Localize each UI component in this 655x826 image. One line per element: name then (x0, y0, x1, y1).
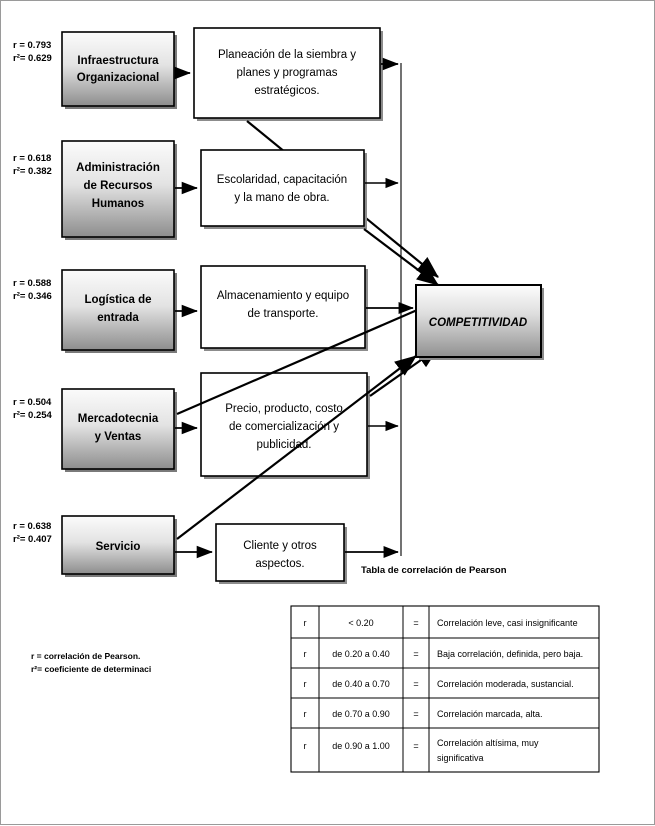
process-box-planeacion[interactable] (193, 27, 381, 119)
driver-label-recursos-humanos-line1: Administración (76, 162, 160, 174)
driver-box-logistica[interactable] (61, 269, 175, 351)
process-box-escolaridad[interactable] (200, 149, 365, 227)
row-mercadotecnia-ventas: r = 0.504 r²= 0.254 Mercadotecnia y Vent… (13, 299, 440, 479)
process-label-almacenamiento-line2: de transporte. (248, 308, 319, 320)
competitividad-group: COMPETITIVIDAD (415, 284, 544, 360)
row-logistica-entrada: r = 0.588 r²= 0.346 Logística de entrada… (13, 265, 414, 353)
process-label-almacenamiento-line1: Almacenamiento y equipo (217, 290, 349, 302)
table-cell-range-2: de 0.20 a 0.40 (332, 649, 390, 659)
arrow-servicio-to-competitividad (176, 355, 417, 540)
correlation-r2-mercadotecnia: r²= 0.254 (13, 410, 53, 421)
row-recursos-humanos: r = 0.618 r²= 0.382 Administración de Re… (13, 140, 439, 286)
process-label-planeacion-line1: Planeación de la siembra y (218, 49, 356, 61)
table-row: r de 0.70 a 0.90 = Correlación marcada, … (304, 709, 543, 719)
table-cell-symbol-3: r (304, 679, 307, 689)
competitividad-label: COMPETITIVIDAD (429, 317, 527, 329)
driver-label-logistica-line2: entrada (97, 312, 139, 324)
competitividad-box[interactable] (415, 284, 542, 358)
table-cell-eq-3: = (413, 679, 418, 689)
driver-box-infraestructura[interactable] (61, 31, 175, 107)
process-label-planeacion-line2: planes y programas (237, 67, 338, 79)
table-cell-eq-4: = (413, 709, 418, 719)
correlation-r-recursos-humanos: r = 0.618 (13, 153, 51, 164)
table-cell-range-1: < 0.20 (348, 618, 373, 628)
correlation-r2-infraestructura: r²= 0.629 (13, 53, 52, 64)
process-label-escolaridad-line2: y la mano de obra. (234, 192, 329, 204)
correlation-r-servicio: r = 0.638 (13, 521, 51, 532)
driver-label-recursos-humanos-line2: de Recursos (83, 180, 152, 192)
process-box-precio[interactable] (200, 372, 368, 477)
driver-label-logistica-line1: Logística de (84, 294, 151, 306)
correlation-r2-servicio: r²= 0.407 (13, 534, 52, 545)
driver-box-recursos-humanos[interactable] (61, 140, 175, 238)
driver-box-servicio[interactable] (61, 515, 175, 575)
driver-label-infraestructura-line1: Infraestructura (77, 55, 159, 67)
arrow-mercadotecnia-to-competitividad (176, 299, 440, 416)
correlation-table: r < 0.20 = Correlación leve, casi insign… (290, 605, 600, 773)
process-label-precio-line3: publicidad. (257, 439, 312, 451)
table-row: r de 0.90 a 1.00 = Correlación altísima,… (304, 738, 540, 763)
table-cell-eq-2: = (413, 649, 418, 659)
table-cell-symbol-1: r (304, 618, 307, 628)
table-cell-symbol-5: r (304, 741, 307, 751)
table-cell-range-3: de 0.40 a 0.70 (332, 679, 390, 689)
correlation-r-mercadotecnia: r = 0.504 (13, 397, 52, 408)
table-cell-symbol-4: r (304, 709, 307, 719)
table-cell-desc-5b: significativa (437, 753, 484, 763)
driver-box-mercadotecnia[interactable] (61, 388, 175, 470)
process-box-almacenamiento[interactable] (200, 265, 366, 349)
correlation-r2-recursos-humanos: r²= 0.382 (13, 166, 52, 177)
table-cell-desc-1: Correlación leve, casi insignificante (437, 618, 578, 628)
table-cell-desc-5a: Correlación altísima, muy (437, 738, 539, 748)
table-row: r de 0.20 a 0.40 = Baja correlación, def… (304, 649, 584, 659)
driver-label-mercadotecnia-line2: y Ventas (95, 431, 142, 443)
table-cell-eq-5: = (413, 741, 418, 751)
process-label-planeacion-line3: estratégicos. (254, 85, 319, 97)
legend-line-r2: r²= coeficiente de determinaci (31, 664, 151, 674)
process-label-escolaridad-line1: Escolaridad, capacitación (217, 174, 347, 186)
process-label-cliente-line2: aspectos. (255, 558, 304, 570)
process-box-cliente[interactable] (215, 523, 345, 582)
table-row: r de 0.40 a 0.70 = Correlación moderada,… (304, 679, 574, 689)
row-infraestructura: r = 0.793 r²= 0.629 Infraestructura Orga… (13, 27, 439, 278)
table-cell-eq-1: = (413, 618, 418, 628)
process-label-precio-line1: Precio, producto, costo (225, 403, 343, 415)
legend-line-r: r = correlación de Pearson. (31, 651, 140, 661)
table-row: r < 0.20 = Correlación leve, casi insign… (304, 618, 578, 628)
driver-label-recursos-humanos-line3: Humanos (92, 198, 144, 210)
process-label-precio-line2: de comercialización y (229, 421, 339, 433)
correlation-r-infraestructura: r = 0.793 (13, 40, 51, 51)
table-cell-desc-3: Correlación moderada, sustancial. (437, 679, 574, 689)
driver-label-mercadotecnia-line1: Mercadotecnia (78, 413, 159, 425)
table-cell-range-5: de 0.90 a 1.00 (332, 741, 390, 751)
driver-label-servicio-line1: Servicio (96, 541, 141, 553)
table-cell-symbol-2: r (304, 649, 307, 659)
process-label-cliente-line1: Cliente y otros (243, 540, 317, 552)
row-servicio: r = 0.638 r²= 0.407 Servicio Cliente y o… (13, 355, 417, 584)
table-cell-desc-4: Correlación marcada, alta. (437, 709, 543, 719)
arrow-escolaridad-to-competitividad (363, 228, 439, 286)
tabla-correlacion-caption: Tabla de correlación de Pearson (361, 565, 507, 576)
correlation-r2-logistica: r²= 0.346 (13, 291, 52, 302)
table-cell-range-4: de 0.70 a 0.90 (332, 709, 390, 719)
correlation-table-frame (290, 605, 600, 773)
correlation-r-logistica: r = 0.588 (13, 278, 51, 289)
table-cell-desc-2: Baja correlación, definida, pero baja. (437, 649, 583, 659)
driver-label-infraestructura-line2: Organizacional (77, 72, 159, 84)
